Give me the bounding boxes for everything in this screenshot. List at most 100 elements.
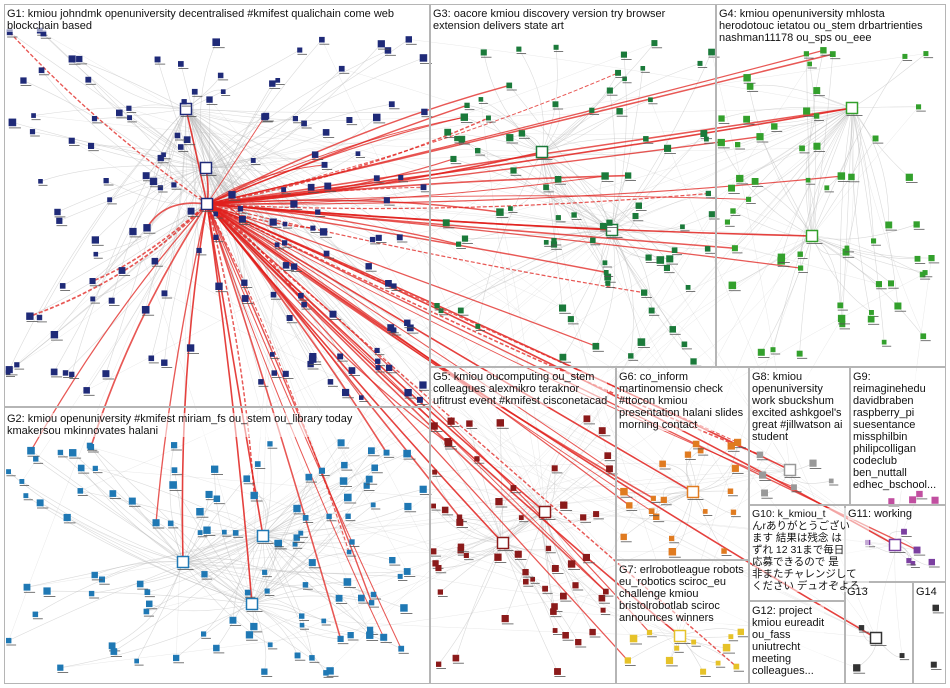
group-label-g8-line: G8: kmiou (752, 371, 803, 383)
node (398, 175, 404, 181)
edge (611, 229, 708, 250)
node (203, 526, 211, 534)
edge (499, 422, 504, 544)
edge (105, 180, 208, 206)
node (598, 594, 606, 602)
node (59, 283, 66, 289)
node (181, 99, 187, 105)
node (602, 260, 608, 266)
node (431, 503, 436, 509)
edge (145, 167, 207, 310)
node (624, 172, 632, 179)
node (553, 44, 559, 50)
node (628, 353, 634, 359)
node (315, 209, 321, 215)
node (455, 241, 462, 247)
node (722, 643, 731, 652)
edge (206, 107, 853, 205)
edge (91, 535, 264, 594)
node (837, 314, 846, 323)
node (728, 634, 734, 640)
node (261, 668, 268, 675)
group-label-g8: G8: kmiou openuniversity work sbuckshum … (752, 371, 843, 443)
node (702, 509, 708, 514)
node (232, 530, 239, 536)
node (485, 115, 491, 121)
edge (185, 108, 880, 285)
node (730, 509, 737, 515)
edge (270, 491, 694, 646)
group-label-g1-line: G1: kmiou johndmk openuniversity decentr… (7, 8, 395, 20)
node (213, 234, 219, 240)
edge (206, 203, 629, 661)
node (91, 116, 98, 122)
node (293, 504, 301, 513)
node (421, 108, 428, 116)
edge (206, 203, 253, 605)
edge (94, 561, 184, 576)
node (241, 295, 249, 302)
group-label-g9-line: reimaginehedu (853, 383, 926, 395)
node (262, 569, 268, 575)
node (501, 614, 509, 623)
node (116, 109, 123, 117)
edge (59, 167, 207, 222)
node (254, 461, 261, 467)
node (905, 173, 913, 181)
node (510, 485, 517, 491)
node (899, 653, 905, 659)
node (77, 488, 84, 494)
node (262, 112, 270, 120)
node (867, 315, 875, 323)
edge (433, 505, 504, 544)
group-label-g5-line: ufitrust event #kmifest cisconetacad (433, 395, 608, 407)
node (32, 611, 39, 618)
node (311, 151, 319, 158)
node (461, 235, 469, 242)
group-label-g8-line: work sbuckshum (752, 395, 834, 407)
edge (251, 581, 348, 605)
edge (214, 469, 253, 605)
node (396, 234, 403, 241)
node (643, 136, 649, 142)
node (212, 38, 220, 47)
edge (251, 477, 310, 605)
edge (455, 542, 504, 659)
edge (251, 595, 372, 605)
node (494, 553, 502, 561)
edge (541, 151, 608, 456)
node (337, 635, 344, 642)
group-box-g7 (616, 560, 749, 684)
node (50, 330, 59, 339)
edge (105, 108, 187, 374)
node (656, 256, 665, 264)
node (380, 633, 388, 641)
node (186, 344, 195, 352)
node (292, 541, 298, 547)
node (404, 319, 411, 326)
node (660, 496, 667, 504)
edge (206, 192, 709, 210)
edge (695, 443, 896, 546)
node (301, 120, 307, 127)
group-label-g9-line: ben_nuttall (853, 467, 907, 479)
group-label-g6-line: martinomensio check (619, 383, 723, 395)
node (383, 197, 390, 204)
group-label-g8-line: student (752, 431, 789, 443)
node (885, 221, 893, 229)
edge (206, 203, 795, 488)
node (518, 515, 524, 520)
edge (541, 42, 655, 153)
node (797, 251, 803, 257)
node (552, 628, 558, 633)
node (932, 604, 939, 612)
node (282, 370, 289, 377)
node (244, 589, 251, 596)
node (213, 211, 218, 217)
node (700, 668, 707, 675)
node (171, 442, 178, 449)
edge (205, 167, 624, 538)
group-label-g6: G6: co_inform martinomensio check #ttoco… (619, 371, 744, 431)
edge (7, 203, 208, 373)
